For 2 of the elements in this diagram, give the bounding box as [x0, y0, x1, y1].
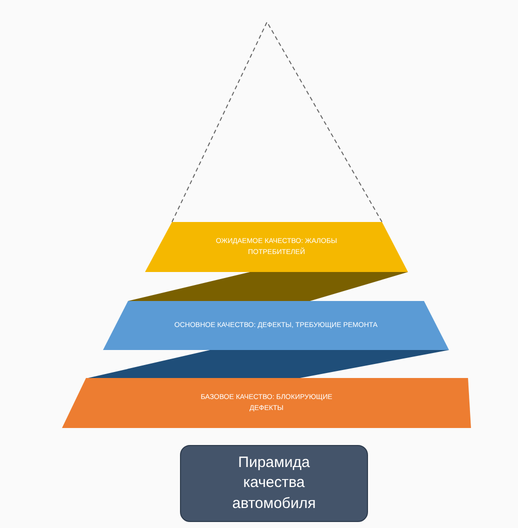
caption-text: Пирамида качества автомобиля — [231, 453, 317, 514]
caption-box — [180, 445, 368, 522]
